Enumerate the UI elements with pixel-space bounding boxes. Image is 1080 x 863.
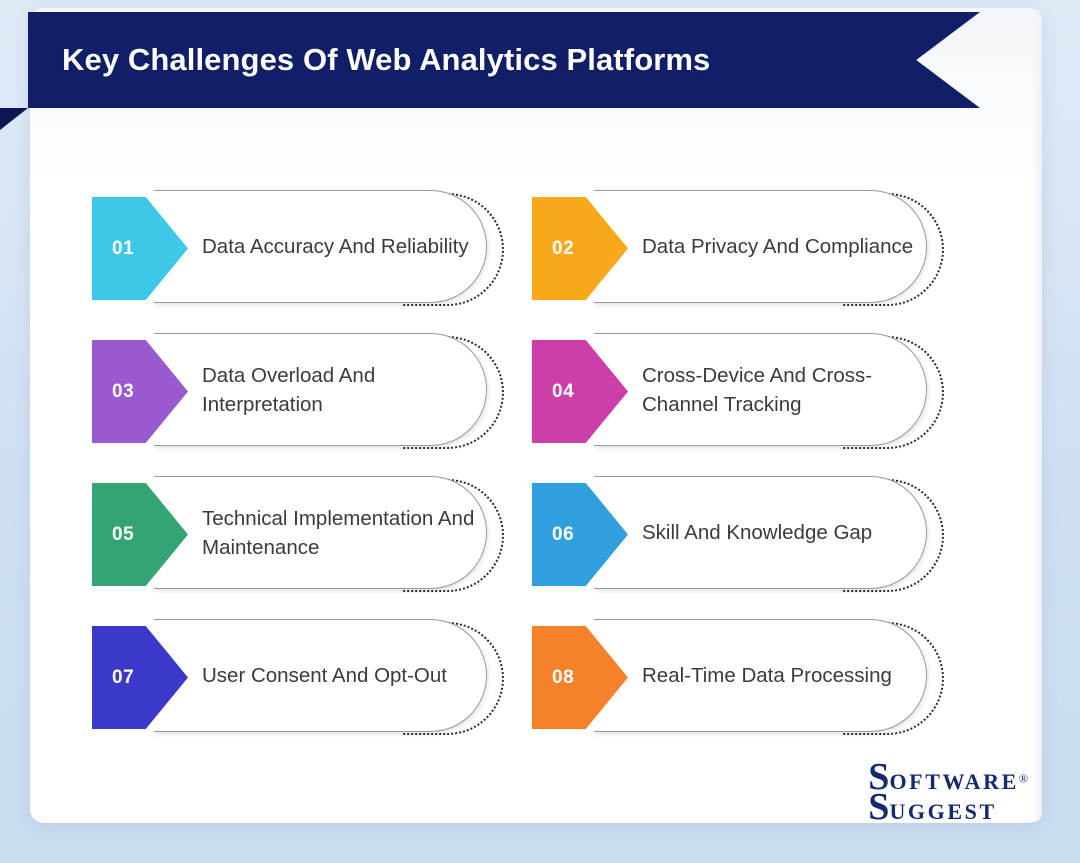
card-title: Technical Implementation And Maintenance [202,476,482,589]
softwaresuggest-logo: SOFTWARE® SUGGEST [868,755,1028,828]
card-body [154,333,487,446]
card-body [154,476,487,589]
challenge-card[interactable]: 02 Data Privacy And Compliance [532,190,944,312]
card-number: 05 [112,523,135,545]
registered-trademark-icon: ® [1018,771,1028,786]
challenge-card[interactable]: 05 Technical Implementation And Maintenan… [92,476,504,598]
card-title-text: User Consent And Opt-Out [202,664,447,687]
logo-line-1: SOFTWARE® [868,755,1028,798]
logo-line1-text: OFTWARE [889,768,1019,794]
card-number: 07 [112,666,135,688]
card-number: 01 [112,237,135,259]
card-title-text: Cross-Device And Cross-Channel Tracking [642,363,873,416]
card-title-text: Data Privacy And Compliance [642,235,914,258]
card-number: 03 [112,380,135,402]
card-body [594,333,927,446]
card-number: 06 [552,523,575,545]
card-title: Cross-Device And Cross-Channel Tracking [642,333,922,446]
sheet-right-edge [1032,8,1042,823]
card-number: 04 [552,380,575,402]
card-title-text: Data Overload And Interpretation [202,363,376,416]
card-body [594,476,927,589]
challenge-card[interactable]: 03 Data Overload And Interpretation [92,333,504,455]
challenge-card[interactable]: 06 Skill And Knowledge Gap [532,476,944,598]
card-title: Data Accuracy And Reliability [202,190,482,303]
card-title: Skill And Knowledge Gap [642,476,922,589]
header-banner: Key Challenges Of Web Analytics Platform… [0,12,980,130]
logo-line-2: SUGGEST [868,785,1028,828]
card-title-text: Real-Time Data Processing [642,664,892,687]
card-title: Data Privacy And Compliance [642,190,922,303]
challenge-card[interactable]: 08 Real-Time Data Processing [532,619,944,741]
card-body [594,619,927,732]
card-title: Real-Time Data Processing [642,619,922,732]
card-number: 08 [552,666,575,688]
page-title: Key Challenges Of Web Analytics Platform… [62,42,711,77]
card-title: Data Overload And Interpretation [202,333,482,446]
banner-ribbon: Key Challenges Of Web Analytics Platform… [28,12,980,108]
card-number: 02 [552,237,575,259]
challenge-card[interactable]: 07 User Consent And Opt-Out [92,619,504,741]
card-title-text: Data Accuracy And Reliability [202,235,469,258]
card-body [154,619,487,732]
challenges-grid: 01 Data Accuracy And Reliability 02 Data Pr… [92,190,952,762]
challenge-card[interactable]: 04 Cross-Device And Cross-Channel Trackin… [532,333,944,455]
logo-line2-text: UGGEST [889,798,997,824]
card-body [154,190,487,303]
logo-line1-capital: S [868,755,890,798]
card-title-text: Skill And Knowledge Gap [642,521,873,544]
card-title: User Consent And Opt-Out [202,619,482,732]
banner-fold-tab [0,108,28,130]
challenge-card[interactable]: 01 Data Accuracy And Reliability [92,190,504,312]
logo-line2-capital: S [868,785,890,828]
card-title-text: Technical Implementation And Maintenance [202,506,475,559]
card-body [594,190,927,303]
